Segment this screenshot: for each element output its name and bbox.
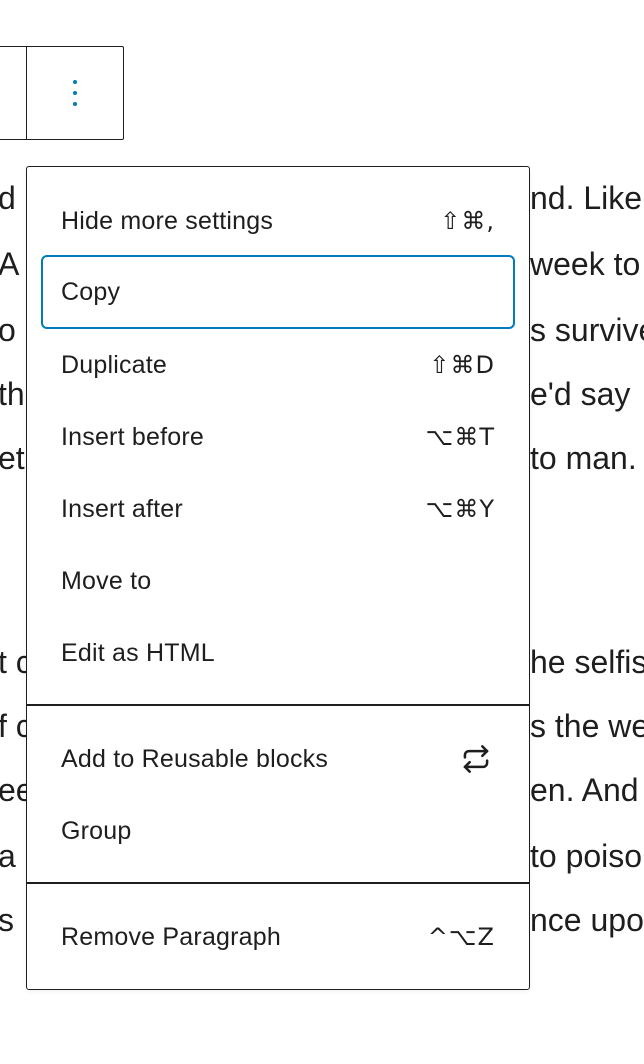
menu-separator [27, 882, 529, 884]
menu-item-label: Remove Paragraph [61, 922, 281, 951]
menu-item-group[interactable]: Group [41, 795, 515, 867]
paragraph-text-fragment: et [0, 440, 25, 476]
toolbar-divider [26, 47, 27, 139]
paragraph-text-fragment: nce upo [530, 902, 644, 938]
menu-item-hide-more-settings[interactable]: Hide more settings ⇧⌘, [41, 185, 515, 257]
vertical-ellipsis-icon [73, 80, 77, 106]
menu-item-remove-paragraph[interactable]: Remove Paragraph ^⌥Z [41, 901, 515, 973]
paragraph-text-fragment: d [0, 180, 16, 216]
menu-item-label: Edit as HTML [61, 638, 215, 667]
menu-item-label: Hide more settings [61, 206, 274, 235]
block-options-menu: Hide more settings ⇧⌘, Copy Duplicate ⇧⌘… [26, 166, 530, 990]
paragraph-text-fragment: week to [530, 246, 641, 282]
block-toolbar [0, 46, 124, 140]
menu-item-edit-as-html[interactable]: Edit as HTML [41, 617, 515, 689]
menu-item-move-to[interactable]: Move to [41, 545, 515, 617]
paragraph-text-fragment: o [0, 312, 16, 348]
menu-item-label: Add to Reusable blocks [61, 744, 329, 773]
menu-separator [27, 704, 529, 706]
menu-item-label: Move to [61, 566, 152, 595]
menu-item-shortcut: ⌥⌘Y [425, 495, 495, 523]
menu-item-insert-before[interactable]: Insert before ⌥⌘T [41, 401, 515, 473]
paragraph-text-fragment: he selfis [530, 644, 644, 680]
menu-item-label: Duplicate [61, 350, 168, 379]
paragraph-text-fragment: s survive [530, 312, 644, 348]
paragraph-text-fragment: A [0, 246, 20, 282]
more-options-button[interactable] [27, 47, 123, 139]
menu-item-copy[interactable]: Copy [41, 255, 515, 329]
paragraph-text-fragment: th [0, 376, 25, 412]
menu-item-add-to-reusable-blocks[interactable]: Add to Reusable blocks [41, 723, 515, 795]
paragraph-text-fragment: s the we [530, 708, 644, 744]
menu-item-duplicate[interactable]: Duplicate ⇧⌘D [41, 329, 515, 401]
menu-item-shortcut: ^⌥Z [427, 923, 495, 951]
menu-item-shortcut: ⌥⌘T [425, 423, 495, 451]
menu-item-shortcut: ⇧⌘, [440, 207, 495, 235]
paragraph-text-fragment: e'd say [530, 376, 631, 412]
menu-item-shortcut: ⇧⌘D [429, 351, 495, 379]
reusable-block-icon [463, 745, 489, 773]
paragraph-text-fragment: a [0, 838, 16, 874]
paragraph-text-fragment: s [0, 902, 14, 938]
paragraph-text-fragment: nd. Like [530, 180, 643, 216]
menu-item-label: Group [61, 816, 132, 845]
menu-item-insert-after[interactable]: Insert after ⌥⌘Y [41, 473, 515, 545]
paragraph-text-fragment: to poiso [530, 838, 643, 874]
paragraph-text-fragment: to man. [530, 440, 637, 476]
paragraph-text-fragment: en. And [530, 772, 639, 808]
menu-item-label: Copy [61, 277, 121, 306]
menu-item-label: Insert before [61, 422, 204, 451]
menu-item-label: Insert after [61, 494, 183, 523]
